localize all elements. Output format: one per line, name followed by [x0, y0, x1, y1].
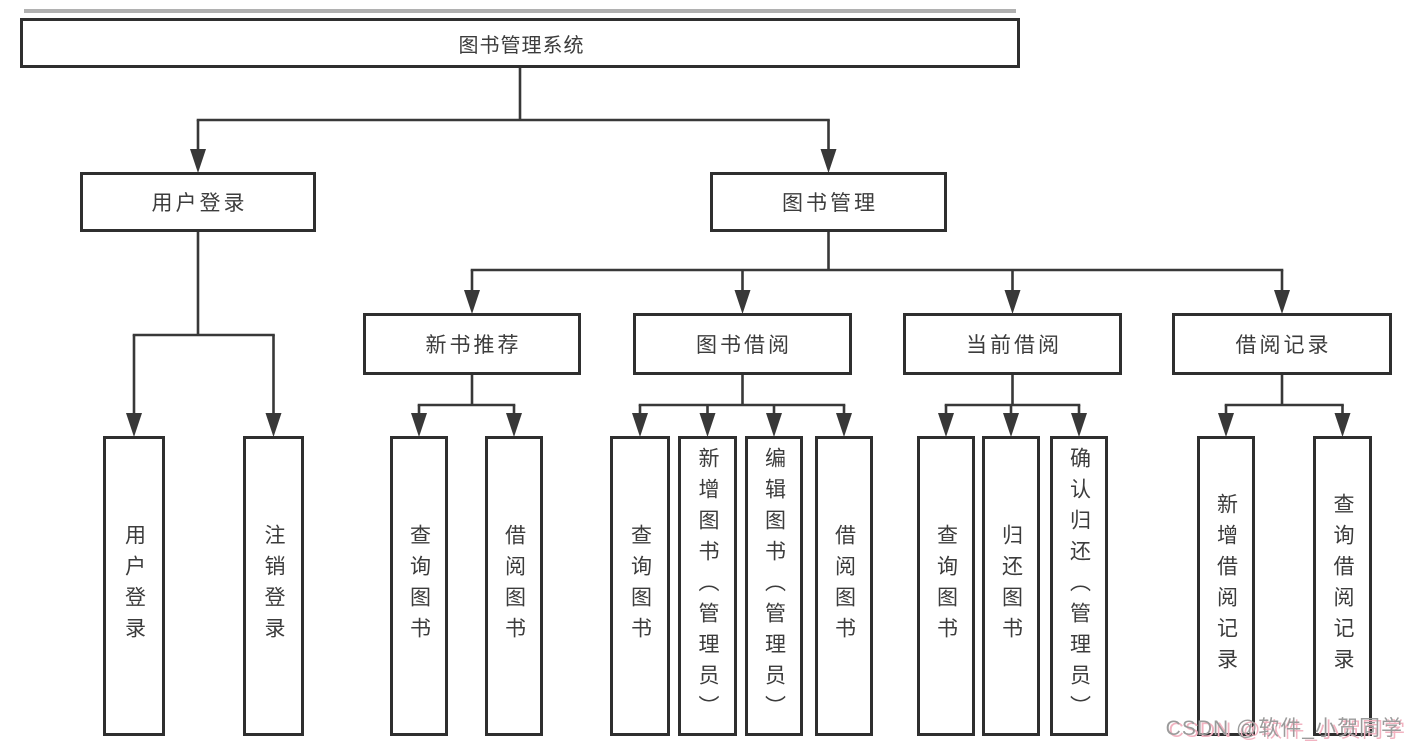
- node-book-management: 图书管理: [710, 172, 947, 232]
- top-border-artifact: [24, 9, 1016, 13]
- leaf-cb-query-books: 查询图书: [917, 436, 975, 736]
- leaf-cb-return-books: 归还图书: [982, 436, 1040, 736]
- csdn-watermark: CSDN @软件_小贺同学: [1165, 717, 1403, 740]
- leaf-logout: 注销登录: [243, 436, 304, 736]
- leaf-nb-query-books: 查询图书: [390, 436, 448, 736]
- leaf-cb-confirm-return-admin: 确认归还（管理员）: [1050, 436, 1108, 736]
- node-new-book-recommend: 新书推荐: [363, 313, 581, 375]
- node-borrow-records: 借阅记录: [1172, 313, 1392, 375]
- node-current-borrow: 当前借阅: [903, 313, 1122, 375]
- leaf-bb-edit-books-admin: 编辑图书（管理员）: [745, 436, 803, 736]
- leaf-bb-query-books: 查询图书: [610, 436, 670, 736]
- node-library-management-system: 图书管理系统: [20, 18, 1020, 68]
- node-user-login: 用户登录: [80, 172, 316, 232]
- leaf-bb-borrow-books: 借阅图书: [815, 436, 873, 736]
- leaf-nb-borrow-books: 借阅图书: [485, 436, 543, 736]
- leaf-user-login: 用户登录: [103, 436, 165, 736]
- node-book-borrow: 图书借阅: [633, 313, 852, 375]
- leaf-bb-add-books-admin: 新增图书（管理员）: [678, 436, 737, 736]
- leaf-br-query-record: 查询借阅记录: [1313, 436, 1372, 736]
- leaf-br-add-record: 新增借阅记录: [1197, 436, 1255, 736]
